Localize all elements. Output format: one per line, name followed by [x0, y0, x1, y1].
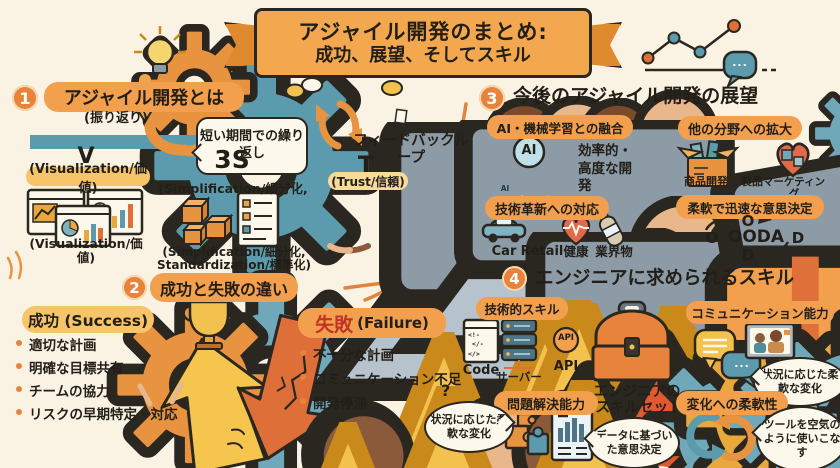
question-mark: ?: [441, 381, 451, 400]
v-sublabel: (Visualization/価値): [26, 162, 150, 196]
technical-skill-label: 技術的スキル: [476, 297, 568, 320]
tech-item-label: Car: [491, 244, 517, 259]
chat-blob-icon: [722, 50, 758, 89]
expand-item-label: 商品開発: [684, 175, 728, 188]
flexibility-label: 変化への柔軟性: [676, 391, 788, 415]
v-label: V: [77, 144, 95, 169]
flexibility-bubble: ツールを空気のように使いこなす: [756, 406, 840, 468]
ai-fusion-label: AI・機械学習との融合: [487, 115, 633, 139]
tech-skill-item-label: API: [553, 359, 579, 374]
section3-title: 今後のアジャイル開発の展望: [513, 85, 759, 107]
list-item: 適切な計画: [16, 334, 178, 354]
communication-label: コミュニケーション能力: [686, 301, 834, 324]
tech-item-label: 健康: [563, 244, 589, 259]
code-line: </>: [468, 350, 480, 358]
celebrating-people: [137, 380, 795, 468]
code-window-icon: [462, 318, 500, 364]
ai-bubble-text: AI: [521, 143, 537, 158]
confused-people: [371, 386, 840, 468]
banner-title-line1: アジャイル開発のまとめ:: [298, 19, 548, 44]
list-item: チームの協力: [16, 380, 178, 400]
threes-caption-line2: Standardization/標準化): [157, 258, 311, 272]
expand-item-label: 製品: [741, 175, 763, 188]
checklist-icon: [236, 191, 280, 248]
expand-item-label: マーケティング: [762, 176, 826, 200]
chat-dots: ...: [732, 56, 748, 69]
visualization-charts-icon: [26, 188, 144, 248]
expansion-label: 他の分野への拡大: [678, 116, 802, 140]
problem-solving-label: 問題解決能力: [494, 391, 598, 415]
ooda-bottom: D: [741, 246, 755, 264]
list-item: 開発停滞: [300, 392, 461, 412]
tech-skill-item-label: Code: [462, 363, 500, 378]
robot-chest-label: AI: [500, 184, 510, 193]
trust-letter: T: [357, 151, 375, 179]
list-item: コミュニケーション不足: [300, 368, 461, 388]
section2-title: 成功と失敗の違い: [150, 273, 298, 302]
chat-dots: ...: [734, 357, 750, 370]
section4-badge: 4: [502, 266, 527, 291]
problem-bubble-right: データに基づいた意思決定: [588, 417, 680, 468]
data-chart-doc-icon: [550, 408, 594, 462]
boxes-icon: [179, 196, 234, 247]
failure-title-jp: 失敗: [315, 313, 354, 336]
toolbox-caption-line1: エンジニアの: [593, 384, 681, 400]
threes-sublabel: (Simplification/細分化,: [158, 181, 308, 196]
v-caption: (Visualization/価値): [29, 236, 143, 266]
section2-badge: 2: [122, 275, 147, 300]
health-heart-icon: [561, 216, 591, 246]
trophy-icon: [182, 300, 732, 468]
api-gear-icon: [552, 326, 822, 468]
list-item: 不十分な計画: [300, 344, 461, 364]
lightbulb-icon: [134, 26, 186, 74]
success-list: 適切な計画 明確な目標共有 チームの協力 リスクの早期特定・対応: [16, 334, 178, 423]
handshake-team: [327, 190, 840, 468]
code-line: <!-: [468, 331, 480, 339]
tech-skill-item-label: サーバー: [496, 370, 542, 384]
failure-title: 失敗 (Failure): [298, 308, 446, 338]
section1-badge: 1: [12, 85, 38, 111]
ooda-top: O: [741, 212, 755, 230]
feedback-loop-arrows: [316, 100, 362, 150]
cycle-arrows-icon: [686, 412, 756, 462]
video-call-icon: [744, 322, 796, 360]
tech-item-label: Retail: [520, 244, 564, 259]
product-box-icon: [676, 140, 740, 187]
trust-sublabel: (Trust/信頼): [328, 172, 408, 190]
banner: アジャイル開発のまとめ: 成功、展望、そしてスキル: [254, 8, 592, 78]
tech-item-label: 業界物: [595, 244, 633, 259]
threes-caption-line1: (Simplification/細分化,: [162, 245, 306, 259]
team-discussion-right: [381, 80, 782, 391]
short-iteration-bubble: 短い期間での繰り返し: [196, 117, 308, 175]
list-item: リスクの早期特定・対応: [16, 403, 178, 423]
server-icon: [500, 318, 538, 369]
threes-label: 3S: [214, 145, 250, 174]
api-gear-text: API: [558, 333, 574, 343]
list-item: 明確な目標共有: [16, 357, 178, 377]
motion-lines: [6, 250, 23, 280]
feedback-loop-label: フィードバックループ: [353, 133, 469, 166]
marketing-heart-icon: [776, 142, 810, 178]
problem-bubble-left: 状況に応じた柔軟な変化: [424, 401, 514, 453]
section4-title: エンジニアに求められるスキル: [535, 268, 795, 289]
failure-title-en: (Failure): [357, 314, 429, 332]
section1-title: アジャイル開発とは: [44, 82, 244, 112]
line-chart-icon: [641, 19, 776, 72]
tech-response-label: 技術革新への対応: [485, 196, 609, 220]
decision-label: 柔軟で迅速な意思決定: [676, 195, 824, 219]
code-line: </-: [472, 340, 484, 348]
success-title: 成功 (Success): [22, 306, 154, 333]
ai-desc: 効率的・高度な開発: [578, 143, 632, 195]
team-discussion-left: [285, 77, 770, 397]
ooda-center: OODA: [727, 227, 785, 247]
section1-subtitle: (振り返り): [84, 111, 148, 126]
banner-title-line2: 成功、展望、そしてスキル: [315, 44, 531, 66]
toolbox-caption-line2: スキルセット: [595, 400, 683, 416]
ooda-right: D: [791, 229, 805, 247]
ooda-left: O: [705, 229, 719, 247]
toolbox-icon: [591, 300, 840, 468]
failure-list: 不十分な計画 コミュニケーション不足 開発停滞: [300, 344, 461, 412]
section3-badge: 3: [479, 85, 505, 111]
